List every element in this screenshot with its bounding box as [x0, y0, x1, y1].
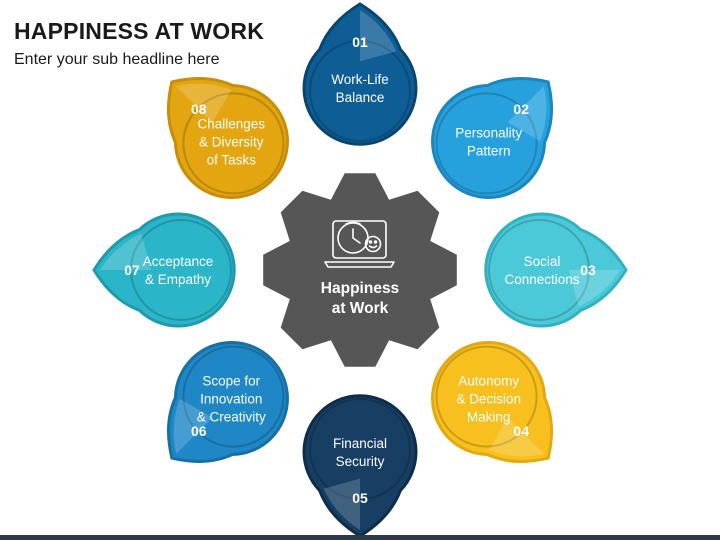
petal-01 [302, 2, 418, 146]
petal-inner-circle [182, 92, 285, 195]
bottom-bar [0, 535, 720, 540]
petal-highlight [173, 398, 213, 454]
center-gear [263, 173, 457, 367]
petal-label-line: Acceptance [143, 254, 214, 269]
petal-highlight [507, 86, 547, 142]
petal-highlight [323, 478, 360, 530]
petal-inner-circle [488, 219, 590, 321]
petal-highlight [100, 233, 152, 270]
petal-label-line: Personality [455, 125, 522, 140]
petal-label-line: of Tasks [207, 152, 257, 167]
petal-label-line: Financial [333, 436, 387, 451]
petal-inner-circle [309, 40, 411, 142]
page-subtitle: Enter your sub headline here [14, 51, 220, 68]
petal-number: 03 [580, 262, 596, 278]
center-label-line2: at Work [332, 300, 389, 317]
petal-label-line: & Diversity [199, 134, 264, 149]
petal-06 [167, 341, 289, 463]
petal-label-line: & Creativity [197, 410, 266, 425]
petal-number: 02 [513, 101, 529, 117]
petal-label-line: & Empathy [145, 272, 211, 287]
petal-label-line: Autonomy [458, 374, 519, 389]
petal-inner-circle [435, 345, 538, 448]
petal-02 [431, 77, 553, 199]
page-title: HAPPINESS AT WORK [14, 18, 265, 44]
petal-highlight [360, 10, 397, 62]
petal-number: 05 [352, 490, 368, 506]
petal-label-line: Innovation [200, 392, 262, 407]
petal-label-line: Challenges [198, 116, 266, 131]
petal-label-line: Balance [336, 90, 385, 105]
petal-number: 07 [124, 262, 140, 278]
petal-05 [302, 394, 418, 538]
petal-08 [167, 77, 289, 199]
center-label-line1: Happiness [321, 280, 399, 297]
petal-inner-circle [182, 345, 285, 448]
petal-07 [92, 212, 236, 328]
petal-highlight [176, 83, 232, 123]
petal-inner-circle [130, 219, 232, 321]
petal-highlight [568, 270, 620, 307]
petal-label-line: Social [524, 254, 561, 269]
petal-label-line: Making [467, 410, 511, 425]
petal-label-line: & Decision [456, 392, 521, 407]
petal-inner-circle [309, 398, 411, 500]
petal-03 [484, 212, 628, 328]
petal-label-line: Connections [504, 272, 579, 287]
petal-04 [431, 341, 553, 463]
petal-number: 04 [513, 423, 529, 439]
petal-highlight [488, 417, 544, 457]
petal-label-line: Security [336, 454, 385, 469]
petal-label-line: Work-Life [331, 72, 389, 87]
petal-number: 01 [352, 34, 368, 50]
petal-label-line: Scope for [202, 374, 260, 389]
petal-number: 06 [191, 423, 207, 439]
petal-number: 08 [191, 101, 207, 117]
petal-label-line: Pattern [467, 143, 511, 158]
petal-inner-circle [435, 92, 538, 195]
laptop-clock-smiley-icon [324, 220, 395, 268]
